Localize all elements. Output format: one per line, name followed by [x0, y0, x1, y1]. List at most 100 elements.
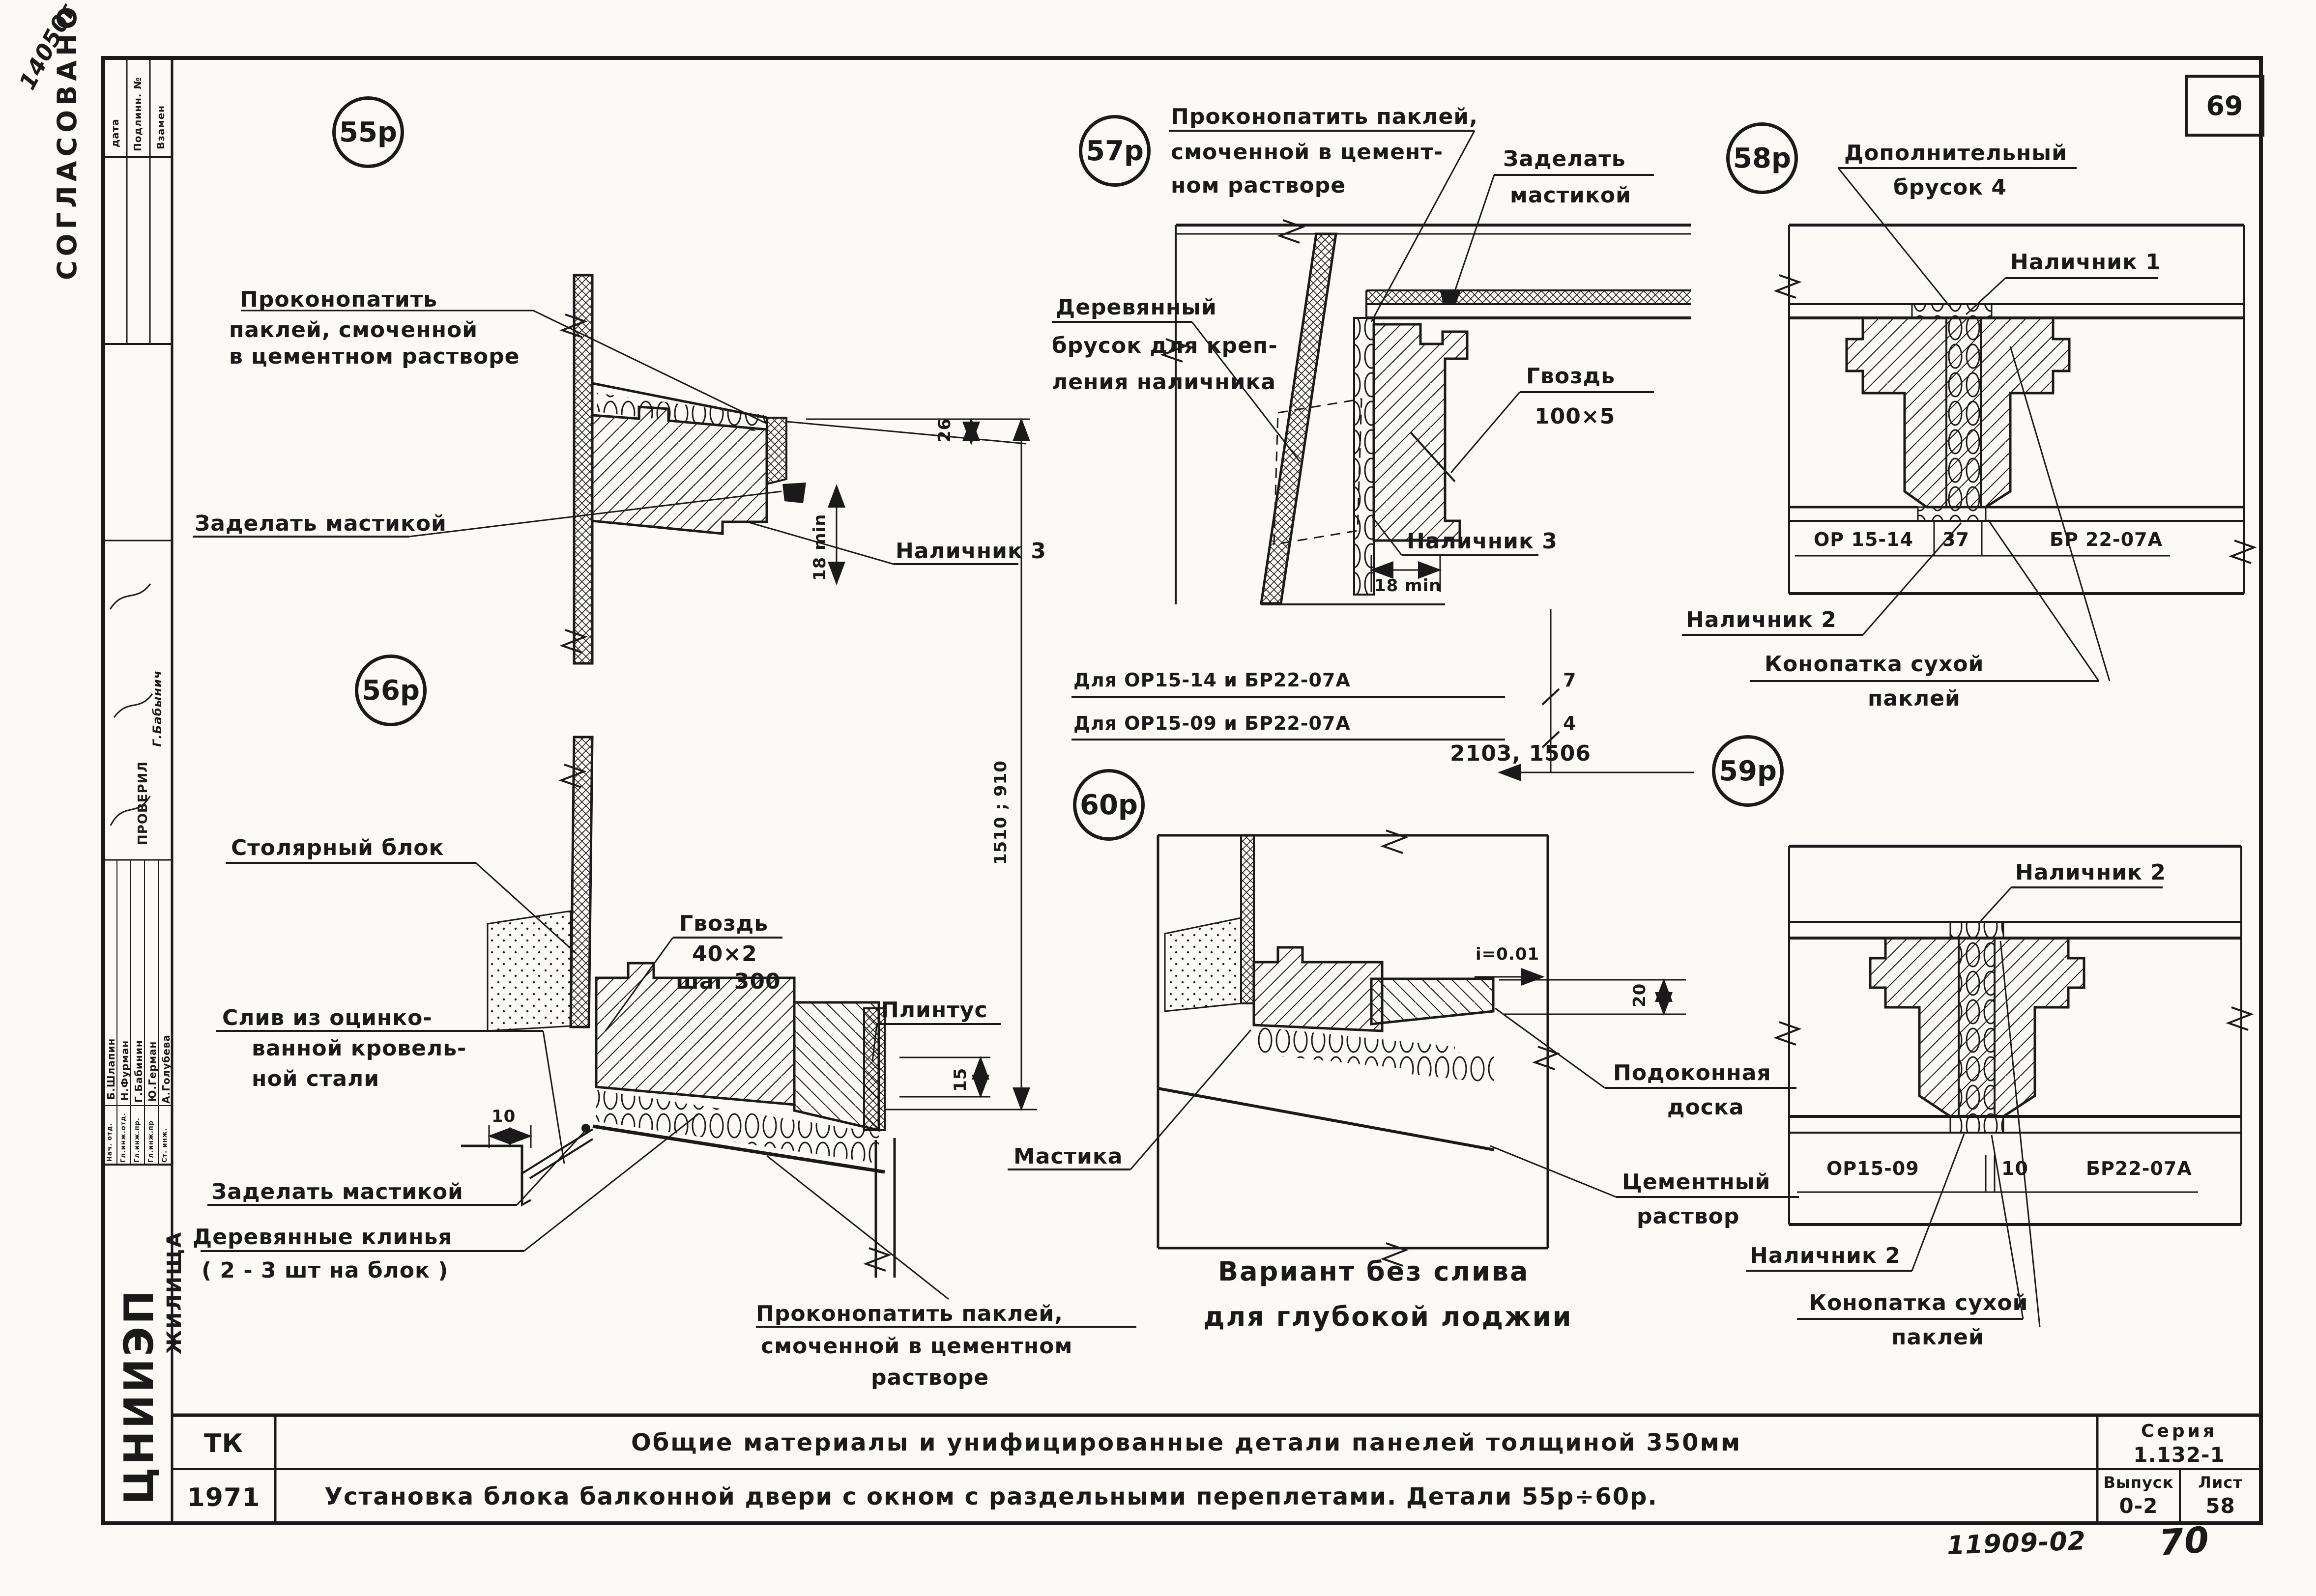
detail-57p-bubble: 57р — [1079, 115, 1151, 187]
label-58p-mark-mid: 37 — [1942, 529, 1969, 550]
stamp-header-podlinn: Подлинн. № — [132, 77, 144, 151]
label-56p-nail-3: шаг 300 — [676, 969, 781, 994]
dim-56p-10: 10 — [492, 1107, 516, 1126]
stamp-proveril: ПРОВЕРИЛ — [136, 761, 150, 845]
titleblock-issue-value: 0-2 — [2119, 1494, 2158, 1518]
stamp-header-vzamen: Взамен — [155, 105, 167, 149]
label-59p-oakum-2: паклей — [1891, 1325, 1984, 1350]
titleblock-year: 1971 — [187, 1483, 261, 1512]
stamp-name-1: Б.Шлапин — [105, 1038, 117, 1100]
label-60p-sill-1: Подоконная — [1613, 1060, 1771, 1085]
label-56p-plinth: Плинтус — [881, 998, 988, 1023]
titleblock-title-row1: Общие материалы и унифицированные детали… — [631, 1429, 1742, 1456]
label-56p-wedge-2: ( 2 - 3 шт на блок ) — [202, 1258, 449, 1283]
detail-55p-bubble: 55р — [332, 96, 404, 168]
label-57p-oakum-2: смоченной в цемент- — [1171, 140, 1444, 165]
dim-55p-26: 26 — [935, 418, 955, 442]
titleblock-org-code: ТК — [204, 1429, 243, 1458]
org-logo-cniiep: ЦНИИЭП — [116, 1288, 163, 1505]
detail-60p-bubble: 60р — [1073, 769, 1145, 841]
detail-55p-geometry — [193, 274, 1037, 1111]
label-57p-oakum-1: Проконопатить паклей, — [1171, 104, 1478, 129]
label-55p-oakum-2: паклей, смоченной — [229, 317, 478, 342]
dim-56p-15: 15 — [951, 1067, 970, 1092]
label-58p-bar-1: Дополнительный — [1844, 141, 2067, 166]
label-57p-bar-1: Деревянный — [1056, 295, 1217, 320]
caption-60p-variant-1: Вариант без слива — [1218, 1256, 1530, 1287]
label-55p-oakum-3: в цементном растворе — [229, 344, 520, 369]
stamp-role-2: Гл.инж.отд. — [120, 1112, 127, 1163]
doc-number-handwritten: 11909-02 — [1946, 1526, 2086, 1561]
caption-60p-variant-2: для глубокой лоджии — [1203, 1301, 1573, 1332]
label-57p-bar-2: брусок для креп- — [1052, 333, 1278, 358]
titleblock-issue-label: Выпуск — [2103, 1473, 2174, 1492]
label-58p-trim-2: Наличник 2 — [1686, 607, 1837, 632]
label-57p-mastic-1: Заделать — [1503, 146, 1626, 171]
label-56p-oakum-2: смоченной в цементном — [761, 1334, 1073, 1359]
label-56p-drip-1: Слив из оцинко- — [222, 1005, 433, 1030]
label-55p-trim: Наличник 3 — [896, 539, 1046, 564]
label-57p-bar-3: ления наличника — [1052, 370, 1276, 395]
label-57p-mastic-2: мастикой — [1510, 183, 1631, 208]
stamp-name-3: Г.Бабинин — [133, 1040, 145, 1103]
label-60p-cement-2: раствор — [1637, 1204, 1740, 1229]
label-56p-block: Столярный блок — [231, 835, 444, 860]
detail-57p-label: 57р — [1085, 135, 1144, 167]
label-56p-drip-2: ванной кровель- — [252, 1036, 467, 1061]
detail-59p-bubble: 59р — [1712, 735, 1784, 807]
stamp-name-4: Ю.Герман — [146, 1041, 158, 1102]
detail-57p-geometry — [1052, 130, 1694, 781]
detail-56p-label: 56р — [361, 674, 420, 707]
stamp-header-data: дата — [109, 118, 121, 147]
detail-58p-geometry — [1682, 167, 2257, 682]
label-60p-cement-1: Цементный — [1622, 1169, 1771, 1195]
label-56p-nail-1: Гвоздь — [679, 911, 769, 936]
dim-60p-slope: i=0.01 — [1476, 944, 1540, 964]
stamp-role-5: Ст. инж. — [161, 1128, 169, 1163]
label-56p-oakum-3: растворе — [871, 1365, 989, 1390]
titleblock-sheet-label: Лист — [2198, 1473, 2243, 1492]
detail-58p-bubble: 58р — [1726, 122, 1798, 194]
titleblock-series-value: 1.132-1 — [2133, 1443, 2225, 1467]
label-57p-trim: Наличник 3 — [1407, 529, 1558, 554]
signature-scribbles — [109, 583, 153, 826]
detail-56p-geometry — [201, 736, 1136, 1328]
label-59p-mark-right: БР22-07А — [2086, 1158, 2192, 1179]
detail-60p-geometry — [1008, 829, 1799, 1267]
value-57p-option-1: 7 — [1563, 669, 1577, 691]
label-56p-nail-2: 40×2 — [692, 941, 757, 967]
label-56p-drip-3: ной стали — [252, 1066, 380, 1091]
dim-57p-2103-1506: 2103, 1506 — [1450, 741, 1591, 766]
label-58p-oakum-1: Конопатка сухой — [1765, 652, 1984, 677]
stamp-grid — [103, 58, 172, 1166]
label-59p-trim-bot: Наличник 2 — [1750, 1243, 1901, 1268]
detail-56p-bubble: 56р — [355, 655, 427, 726]
detail-58p-label: 58р — [1733, 142, 1791, 174]
stamp-name-2: Н.Фурман — [119, 1040, 131, 1101]
detail-60p-label: 60р — [1079, 789, 1138, 821]
label-56p-wedge-1: Деревянные клинья — [193, 1225, 453, 1250]
label-59p-mark-left: ОР15-09 — [1826, 1158, 1919, 1179]
label-58p-mark-left: ОР 15-14 — [1814, 529, 1913, 550]
sheet-number-box: 69 — [2185, 75, 2264, 137]
page-frame — [101, 56, 2263, 1525]
dim-60p-20: 20 — [1630, 983, 1650, 1007]
label-56p-mastic: Заделать мастикой — [211, 1179, 463, 1204]
label-59p-mark-mid: 10 — [2001, 1158, 2028, 1179]
label-58p-trim-1: Наличник 1 — [2010, 250, 2161, 275]
detail-59p-geometry — [1746, 845, 2254, 1327]
label-58p-oakum-2: паклей — [1868, 686, 1961, 711]
page-number-handwritten: 70 — [2158, 1518, 2211, 1564]
label-59p-trim-top: Наличник 2 — [2015, 860, 2166, 885]
label-60p-mastic: Мастика — [1013, 1144, 1123, 1169]
dim-57p-18min: 18 min — [1374, 576, 1442, 596]
stamp-proveril-name: Г.Бабынич — [150, 670, 164, 747]
detail-59p-label: 59р — [1718, 755, 1777, 787]
stamp-role-3: Гл.инж.пр. — [134, 1117, 141, 1163]
org-logo-zhilishcha: ЖИЛИЩА — [163, 1230, 186, 1354]
dim-55p-18min: 18 min — [810, 513, 830, 581]
titleblock-series-label: Серия — [2141, 1421, 2217, 1441]
label-57p-option-2: Для ОР15-09 и БР22-07А — [1073, 712, 1351, 734]
stamp-role-1: Нач. отд. — [106, 1123, 114, 1162]
